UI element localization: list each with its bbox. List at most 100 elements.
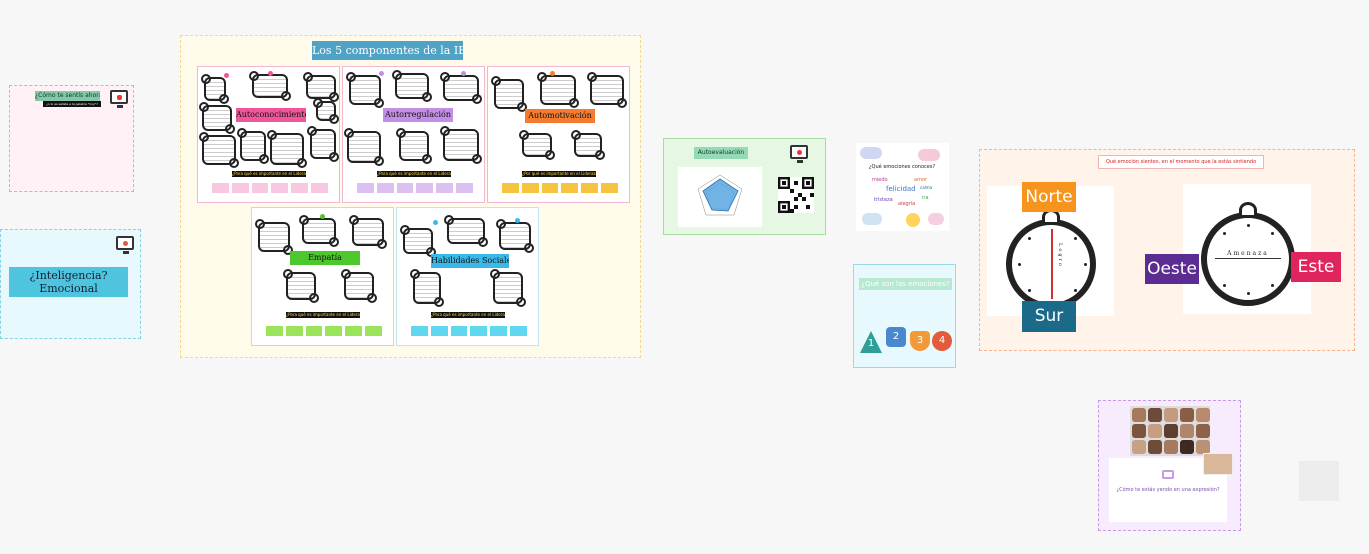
faces-grid [1130, 406, 1210, 456]
autoeval-frame[interactable]: Autoevaluación [663, 138, 826, 235]
card-strip [266, 326, 382, 336]
expression-frame[interactable]: ¿Cómo te estás yendo en una expresión? [1098, 400, 1241, 531]
card-strip [357, 183, 473, 193]
compass-icon: Logro [1006, 219, 1096, 309]
components-frame[interactable]: Los 5 componentes de la IE Autoconocimie… [180, 35, 641, 358]
note-doodle [346, 72, 384, 108]
card-question-bar: ¿Para qué es importante en el Liderazgo? [377, 171, 451, 177]
west-label[interactable]: Oeste [1145, 254, 1199, 284]
number-icon: 1 [860, 331, 882, 353]
card-label: Autoconocimiento [236, 108, 306, 122]
pin-icon [379, 71, 384, 76]
note-doodle [440, 126, 482, 164]
note-doodle [199, 132, 239, 168]
monitor-icon [116, 236, 134, 254]
note-doodle [490, 269, 526, 307]
card-label: Empatía [290, 251, 360, 265]
card-autorregulacion[interactable]: Autorregulación ¿Para qué es importante … [342, 66, 485, 203]
note-doodle [341, 269, 377, 303]
cloud-icon [860, 147, 882, 159]
left-compass-card: Logro [987, 186, 1114, 316]
number-icon: 4 [932, 331, 952, 351]
compass-text: Logro [1057, 243, 1063, 268]
pin-icon [550, 71, 555, 76]
note-doodle [400, 225, 436, 257]
feeling-frame[interactable]: ¿Cómo te sentís ahora? ¿o lo es saliste … [9, 85, 134, 192]
note-doodle [344, 128, 384, 166]
pin-icon [515, 218, 520, 223]
cloud-icon [862, 213, 882, 225]
card-strip [411, 326, 527, 336]
right-compass-card: Amenaza [1183, 184, 1311, 314]
radar-chart [678, 167, 762, 227]
note-doodle [283, 269, 319, 303]
card-label: Automotivación [525, 109, 595, 123]
components-title: Los 5 componentes de la IE [312, 41, 463, 60]
number-icon: 2 [886, 327, 906, 347]
note-doodle [349, 215, 387, 249]
card-empatia[interactable]: Empatía ¿Para qué es importante en el Li… [251, 207, 394, 346]
compass-frame[interactable]: Qué emoción sientes, en el momento que l… [979, 149, 1355, 351]
note-doodle [410, 269, 444, 307]
emotions-what-frame[interactable]: ¿Qué son las emociones? 1 2 3 4 [853, 264, 956, 368]
note-doodle [237, 128, 269, 164]
card-question-bar: ¿Para qué es importante en el Liderazgo? [431, 312, 505, 318]
note-doodle [199, 102, 235, 134]
emotions-known-card[interactable]: ¿Qué emociones conoces? felicidad miedo … [856, 143, 949, 231]
note-doodle [201, 74, 229, 104]
face-photo [1203, 453, 1233, 475]
card-automotivacion[interactable]: Automotivación ¿Por qué es importante en… [487, 66, 630, 203]
feeling-hint: ¿o lo es saliste a la palabra "hoy"? [43, 101, 101, 107]
south-label[interactable]: Sur [1022, 301, 1076, 332]
pin-icon [320, 214, 325, 219]
pin-icon [433, 220, 438, 225]
note-doodle [396, 128, 432, 164]
compass-icon: Amenaza [1201, 212, 1295, 306]
emotions-what-title: ¿Qué son las emociones? [859, 278, 952, 290]
east-label[interactable]: Este [1291, 252, 1341, 282]
cloud-icon [928, 213, 944, 225]
emotions-known-title: ¿Qué emociones conoces? [868, 164, 936, 170]
pin-icon [461, 71, 466, 76]
compass-question: Qué emoción sientes, en el momento que l… [1098, 155, 1264, 169]
card-strip [502, 183, 618, 193]
qr-code-icon [778, 177, 814, 213]
small-thumbnail[interactable] [1299, 461, 1339, 501]
word: alegría [898, 201, 916, 207]
note-doodle [299, 215, 339, 247]
note-doodle [491, 76, 527, 112]
card-autoconocimiento[interactable]: Autoconocimiento ¿Para qué es importante… [197, 66, 340, 203]
card-label: Habilidades Sociales [431, 254, 509, 268]
card-label: Autorregulación [383, 108, 453, 122]
feeling-question: ¿Cómo te sentís ahora? [35, 91, 100, 101]
card-question-bar: ¿Para qué es importante en el Liderazgo? [286, 312, 360, 318]
card-question-bar: ¿Para qué es importante en el Liderazgo? [232, 171, 306, 177]
note-doodle [255, 219, 293, 255]
note-doodle [303, 72, 339, 102]
word: amor [914, 177, 928, 183]
note-doodle [249, 71, 291, 101]
camera-icon [1162, 470, 1174, 479]
note-doodle [392, 70, 432, 102]
note-doodle [537, 72, 579, 108]
word-cloud: felicidad miedo amor ira tristeza alegrí… [870, 175, 940, 211]
note-doodle [440, 72, 482, 104]
note-doodle [571, 130, 605, 160]
monitor-icon [790, 145, 808, 163]
card-habilidades-sociales[interactable]: Habilidades Sociales ¿Para qué es import… [396, 207, 539, 346]
pin-icon [224, 73, 229, 78]
intro-title: ¿Inteligencia? Emocional [9, 267, 128, 297]
intro-frame[interactable]: ¿Inteligencia? Emocional [0, 229, 141, 339]
north-label[interactable]: Norte [1022, 182, 1076, 212]
number-icon: 3 [910, 331, 930, 351]
card-question-bar: ¿Por qué es importante en el Liderazgo? [522, 171, 596, 177]
note-doodle [587, 72, 627, 108]
smiley-icon [906, 213, 920, 227]
cloud-icon [918, 149, 940, 161]
word: miedo [872, 177, 888, 183]
note-doodle [267, 130, 307, 168]
word: ira [922, 195, 929, 201]
note-doodle [313, 98, 339, 124]
expression-question: ¿Cómo te estás yendo en una expresión? [1116, 487, 1220, 493]
word: tristeza [874, 197, 893, 203]
